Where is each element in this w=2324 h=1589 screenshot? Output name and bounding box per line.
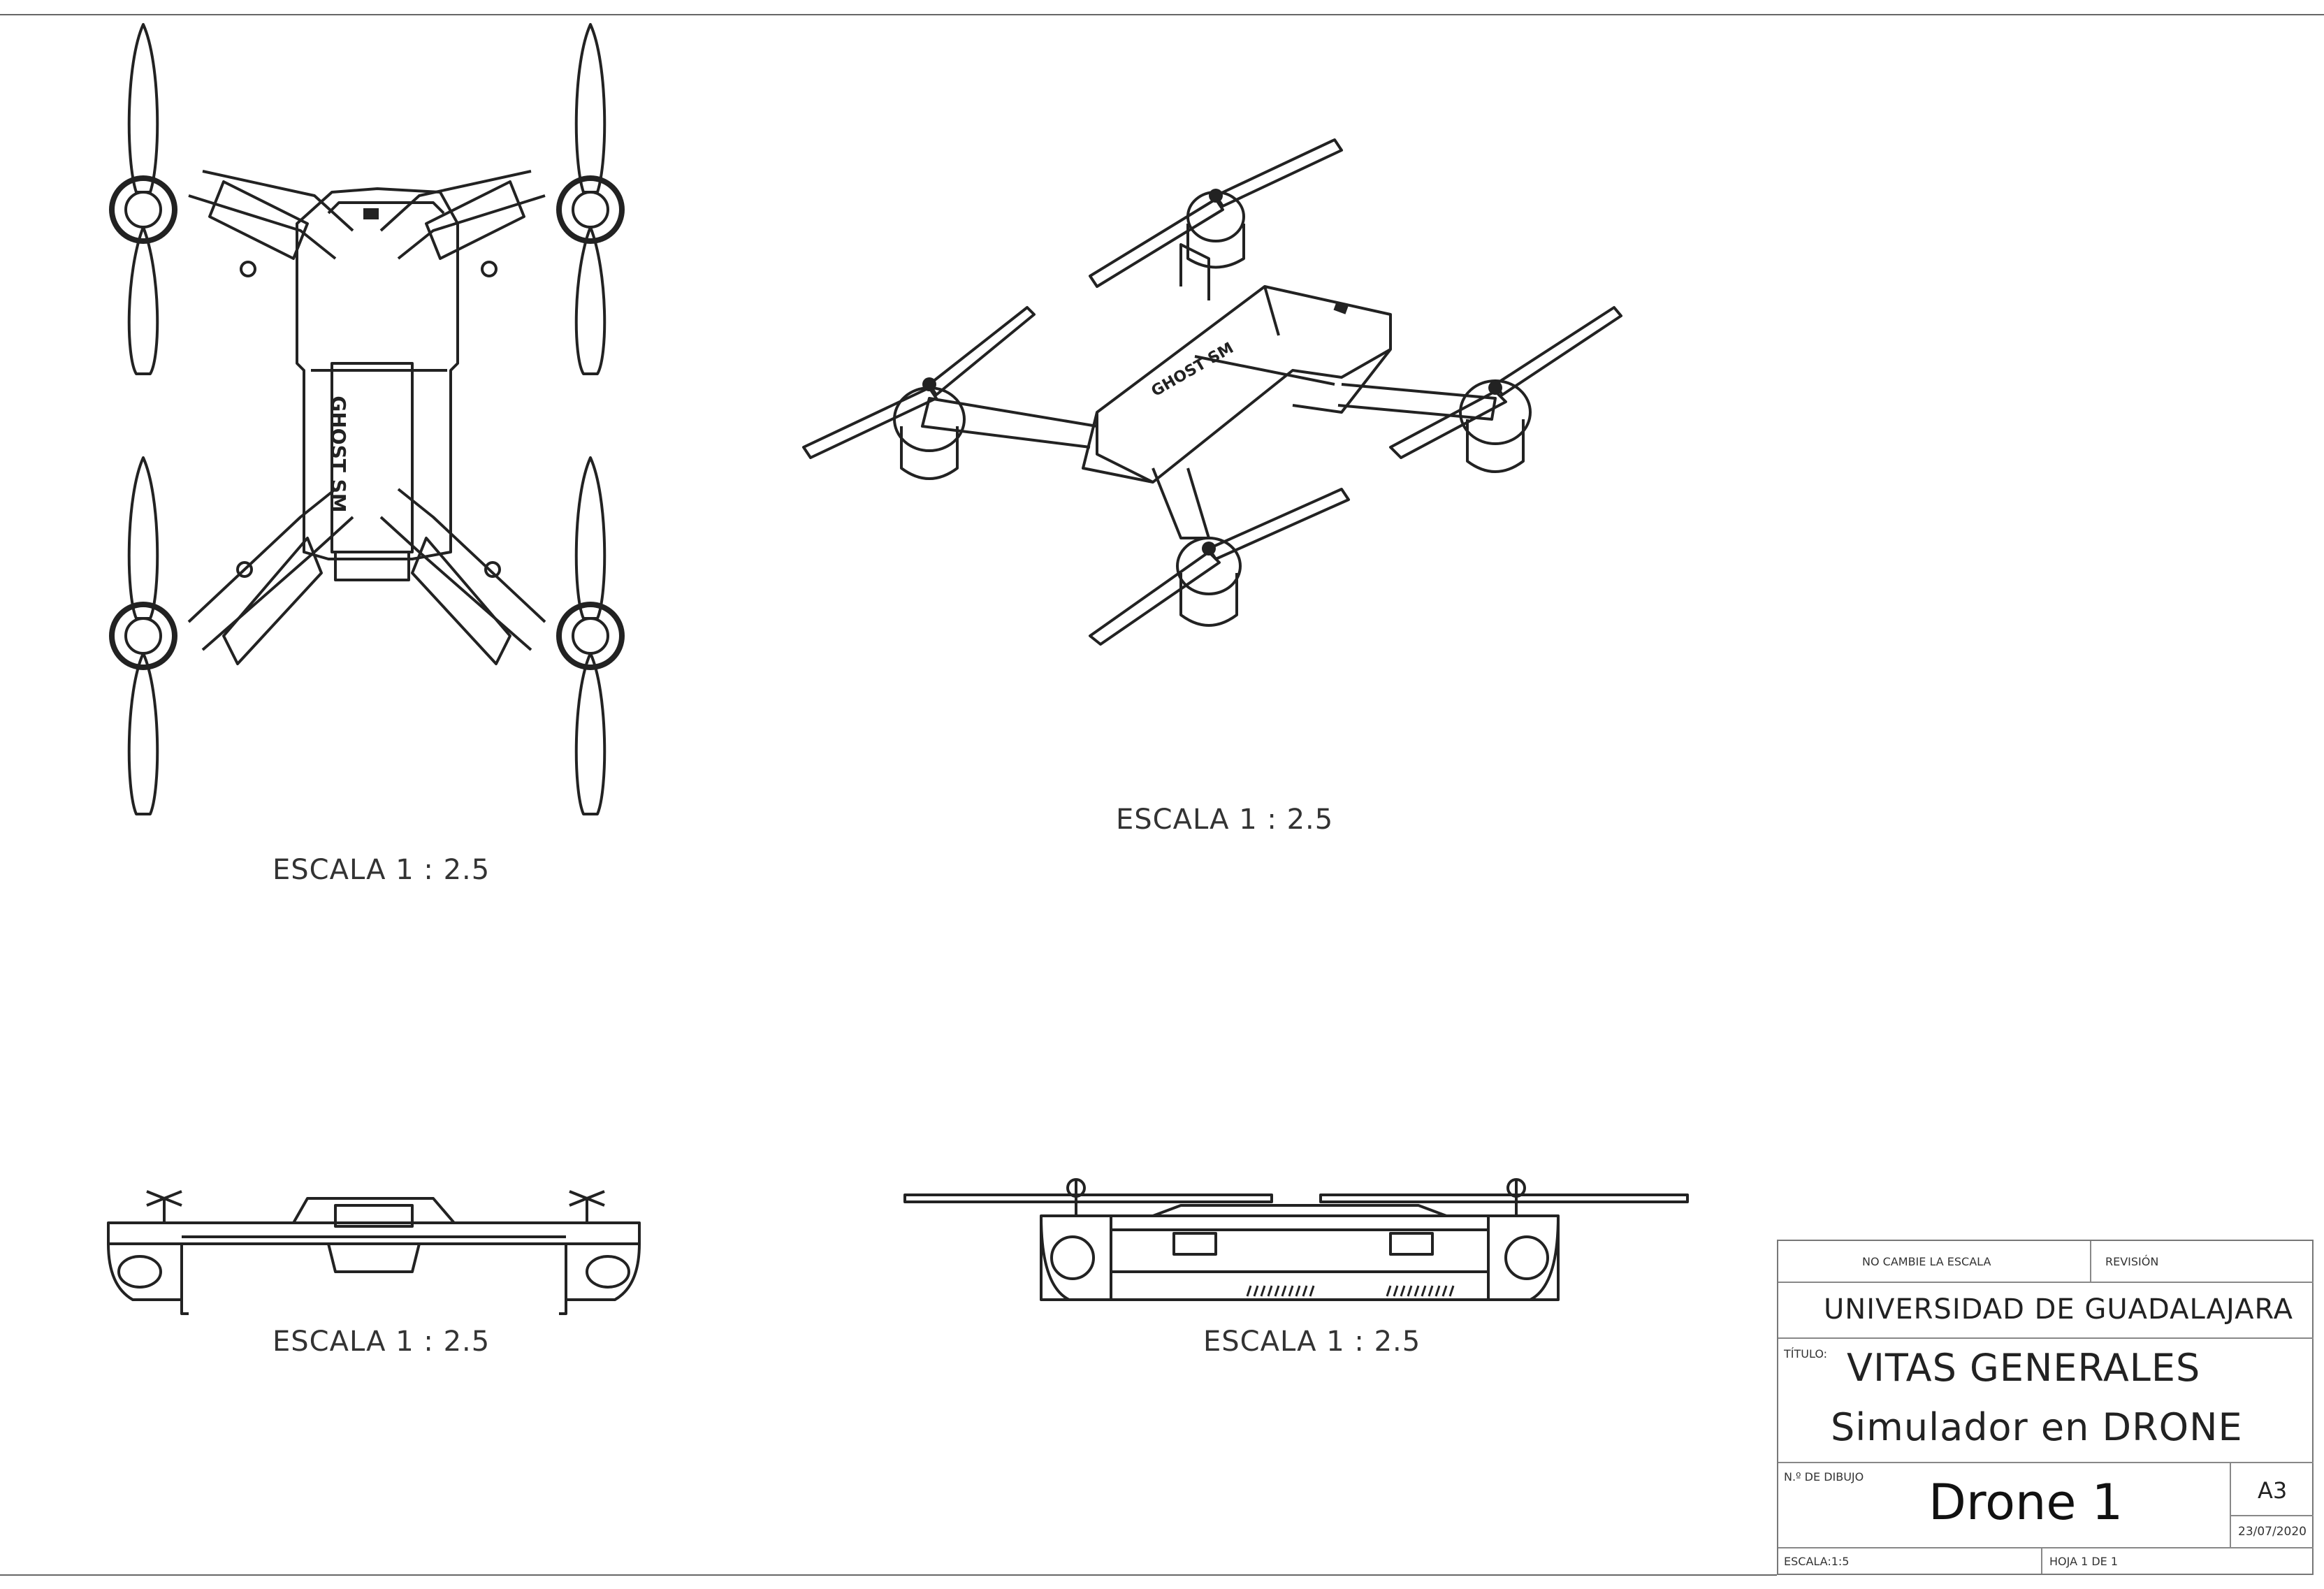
sheet-bottom-border	[0, 1574, 1777, 1576]
institution-name: UNIVERSIDAD DE GUADALAJARA	[1824, 1293, 2294, 1326]
isometric-view-drawing: GHOST SM	[802, 138, 1622, 646]
drawing-title-line2: Simulador en DRONE	[1831, 1405, 2243, 1449]
drawing-number: Drone 1	[1929, 1474, 2123, 1531]
tb-size-cell: A3	[2231, 1463, 2314, 1516]
sheet-number: HOJA 1 DE 1	[2049, 1555, 2119, 1568]
iso-view-scale-label: ESCALA 1 : 2.5	[1116, 804, 1334, 836]
front-view-scale-label: ESCALA 1 : 2.5	[273, 1326, 491, 1358]
tb-revision-cell: REVISIÓN	[2091, 1241, 2314, 1283]
tb-no-scale-cell: NO CAMBIE LA ESCALA	[1778, 1241, 2091, 1283]
drawing-title-line1: VITAS GENERALES	[1847, 1346, 2201, 1390]
front-view-drawing	[107, 1190, 641, 1315]
drawing-no-label: N.º DE DIBUJO	[1784, 1470, 1864, 1483]
tb-scale-cell: ESCALA:1:5	[1778, 1548, 2042, 1574]
no-scale-note: NO CAMBIE LA ESCALA	[1862, 1255, 1991, 1268]
side-view-scale-label: ESCALA 1 : 2.5	[1203, 1326, 1421, 1358]
top-view-scale-label: ESCALA 1 : 2.5	[273, 854, 491, 886]
tb-sheet-cell: HOJA 1 DE 1	[2042, 1548, 2314, 1574]
front-view	[105, 1181, 643, 1321]
tb-institution-cell: UNIVERSIDAD DE GUADALAJARA	[1778, 1283, 2314, 1339]
top-view-body-label: GHOST SM	[327, 396, 350, 512]
sheet-top-border	[0, 14, 2324, 15]
drawing-date: 23/07/2020	[2238, 1525, 2307, 1539]
side-view-drawing	[903, 1178, 1689, 1301]
iso-view-body-label: GHOST SM	[1149, 340, 1237, 400]
title-label: TÍTULO:	[1784, 1347, 1828, 1361]
side-view	[901, 1174, 1698, 1321]
title-block: NO CAMBIE LA ESCALA REVISIÓN UNIVERSIDAD…	[1777, 1240, 2314, 1575]
tb-title-cell: TÍTULO: VITAS GENERALES Simulador en DRO…	[1778, 1339, 2314, 1463]
drawing-scale: ESCALA:1:5	[1784, 1555, 1850, 1568]
top-view-drawing: GHOST SM	[109, 23, 625, 815]
top-view: GHOST SM	[98, 21, 643, 825]
tb-date-cell: 23/07/2020	[2231, 1516, 2314, 1548]
tb-drawing-no-cell: N.º DE DIBUJO Drone 1	[1778, 1463, 2231, 1548]
revision-label: REVISIÓN	[2105, 1255, 2159, 1268]
sheet-size: A3	[2258, 1477, 2288, 1504]
isometric-view: GHOST SM	[762, 119, 1670, 664]
